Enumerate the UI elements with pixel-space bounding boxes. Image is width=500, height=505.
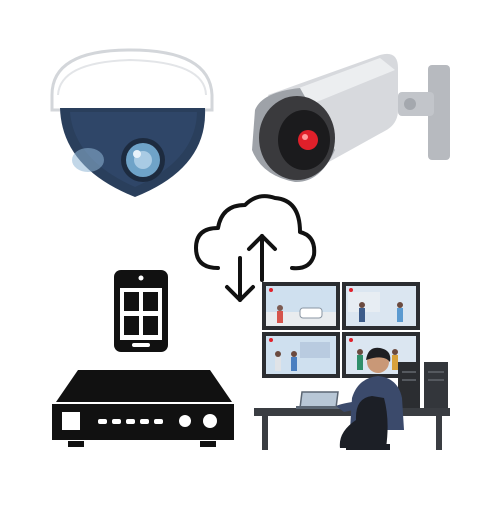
video-recorder-icon	[52, 370, 234, 447]
dome-camera-icon	[50, 48, 214, 197]
cloud-sync-icon	[194, 194, 317, 302]
bullet-camera-icon	[252, 53, 450, 183]
monitoring-station-icon	[254, 282, 450, 450]
smartphone-app-icon	[114, 270, 168, 352]
